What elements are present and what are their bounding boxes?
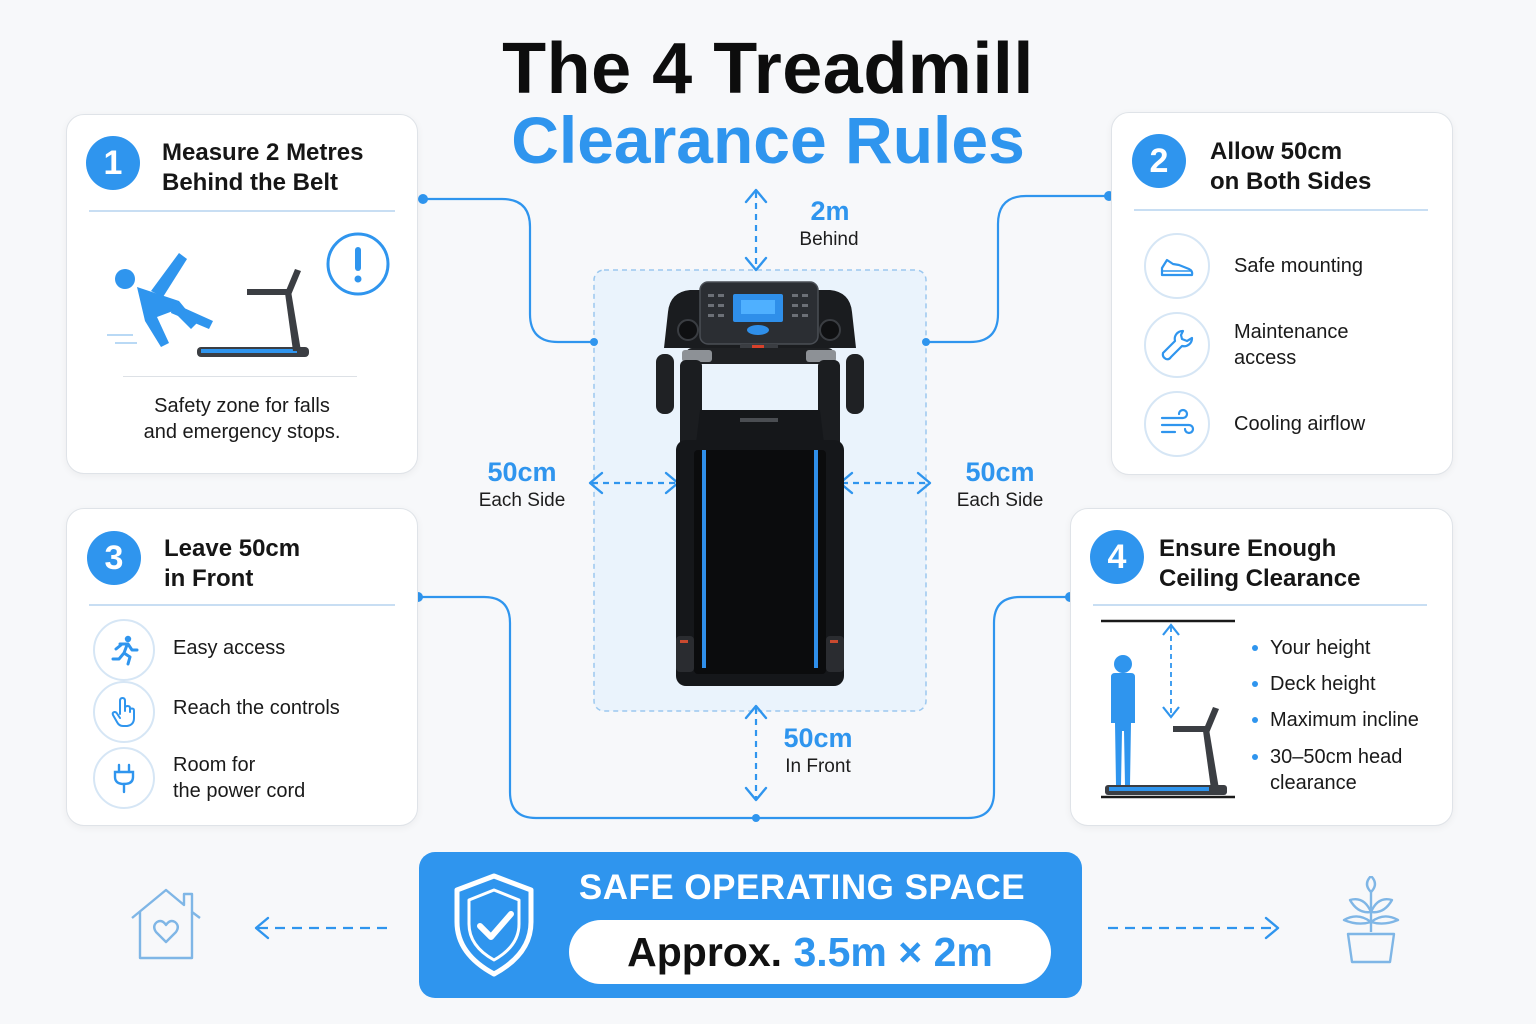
title-line-1: The 4 Treadmill (502, 29, 1034, 109)
behind-label: Behind (799, 229, 859, 250)
behind-value: 2m (810, 196, 850, 226)
rule-4-title-line-2: Ceiling Clearance (1159, 565, 1361, 592)
rule-2-item-1-line-1: Safe mounting (1234, 255, 1363, 277)
power-plug-icon (93, 747, 155, 809)
rule-4-bullet-1-text: Your height (1270, 637, 1371, 659)
banner-size-pill: Approx. 3.5m × 2m (569, 920, 1051, 984)
ceiling-clearance-illustration (1101, 619, 1235, 799)
rule-4-bullet-3: Maximum incline (1252, 707, 1419, 733)
rule-2-title-line-2: on Both Sides (1210, 168, 1372, 195)
rule-4-bullet-1: Your height (1252, 635, 1371, 661)
rule-3-divider (89, 604, 395, 606)
warning-icon (326, 232, 390, 296)
card-rule-3: 3 Leave 50cm in Front Easy access Reach … (66, 508, 418, 826)
rule-4-bullet-2-text: Deck height (1270, 673, 1376, 695)
connector-dot-zone-right (922, 338, 930, 346)
rule-1-title-line-1: Measure 2 Metres (162, 139, 364, 166)
right-side-value: 50cm (965, 457, 1035, 487)
behind-arrowhead-bottom (744, 256, 768, 272)
left-side-label: Each Side (478, 490, 566, 511)
house-icon (131, 888, 201, 960)
rule-3-item-1-line-1: Easy access (173, 637, 286, 659)
rule-4-bullet-4-text: 30–50cm head (1270, 746, 1403, 768)
rule-2-divider (1134, 209, 1428, 211)
rule-4-number: 4 (1090, 530, 1144, 584)
wrench-icon (1144, 312, 1210, 378)
shield-check-icon (454, 873, 534, 977)
rule-1-caption-line-2: and emergency stops. (143, 421, 341, 443)
right-side-label: Each Side (956, 490, 1044, 511)
left-side-value: 50cm (487, 457, 557, 487)
rule-1-ground-line (123, 376, 357, 377)
rule-1-divider (89, 210, 395, 212)
rule-3-number: 3 (87, 531, 141, 585)
rule-4-bullet-4-line-2: clearance (1270, 772, 1357, 794)
hand-pointer-icon (93, 681, 155, 743)
rule-3-title-line-1: Leave 50cm (164, 535, 301, 562)
safe-operating-space-banner: SAFE OPERATING SPACE Approx. 3.5m × 2m (419, 852, 1082, 998)
rule-2-item-3-line-1: Cooling airflow (1234, 413, 1366, 435)
rule-2-title-line-1: Allow 50cm (1210, 138, 1343, 165)
rule-1-title-line-2: Behind the Belt (162, 169, 339, 196)
front-label: In Front (785, 756, 851, 777)
rule-4-bullet-3-text: Maximum incline (1270, 709, 1419, 731)
rule-3-item-3-line-1: Room for (173, 754, 256, 776)
rule-4-divider (1093, 604, 1427, 606)
banner-prefix: Approx. (627, 929, 783, 975)
shoe-icon (1144, 233, 1210, 299)
front-arrowhead-bottom (744, 786, 768, 802)
rule-2-item-2-line-2: access (1234, 347, 1297, 369)
bottom-left-arrowhead (254, 916, 270, 940)
connector-dot-card1 (418, 194, 428, 204)
rule-4-bullet-2: Deck height (1252, 671, 1376, 697)
rule-1-number: 1 (86, 136, 140, 190)
running-person-icon (93, 619, 155, 681)
falling-person-icon (107, 253, 213, 347)
wind-icon (1144, 391, 1210, 457)
behind-arrowhead-top (744, 188, 768, 204)
plant-icon (1342, 876, 1400, 964)
rule-2-item-2-line-1: Maintenance (1234, 321, 1349, 343)
treadmill-side-icon (197, 269, 309, 357)
left-arrowhead-left (588, 471, 604, 495)
connector-dot-bottom (752, 814, 760, 822)
rule-3-item-2-line-1: Reach the controls (173, 697, 340, 719)
title-line-2: Clearance Rules (511, 103, 1025, 177)
connector-dot-zone-left (590, 338, 598, 346)
right-arrowhead-right (916, 471, 932, 495)
rule-4-title-line-1: Ensure Enough (1159, 535, 1337, 562)
rule-3-item-3-line-2: the power cord (173, 780, 306, 802)
treadmill-illustration (656, 281, 864, 686)
front-value: 50cm (783, 723, 853, 753)
connector-card1 (423, 197, 594, 344)
card-rule-4: 4 Ensure Enough Ceiling Clearance Your h… (1070, 508, 1453, 826)
connector-card2 (926, 194, 1109, 344)
rule-2-number: 2 (1132, 134, 1186, 188)
rule-4-bullet-4: 30–50cm head (1252, 744, 1403, 770)
bottom-right-arrowhead (1264, 916, 1280, 940)
banner-value: 3.5m × 2m (793, 929, 993, 975)
front-arrowhead-top (744, 704, 768, 720)
card-rule-2: 2 Allow 50cm on Both Sides Safe mounting… (1111, 112, 1453, 475)
card-rule-1: 1 Measure 2 Metres Behind the Belt Safet… (66, 114, 418, 474)
rule-1-caption-line-1: Safety zone for falls (154, 395, 330, 417)
rule-3-title-line-2: in Front (164, 565, 254, 592)
banner-heading: SAFE OPERATING SPACE (578, 868, 1026, 907)
